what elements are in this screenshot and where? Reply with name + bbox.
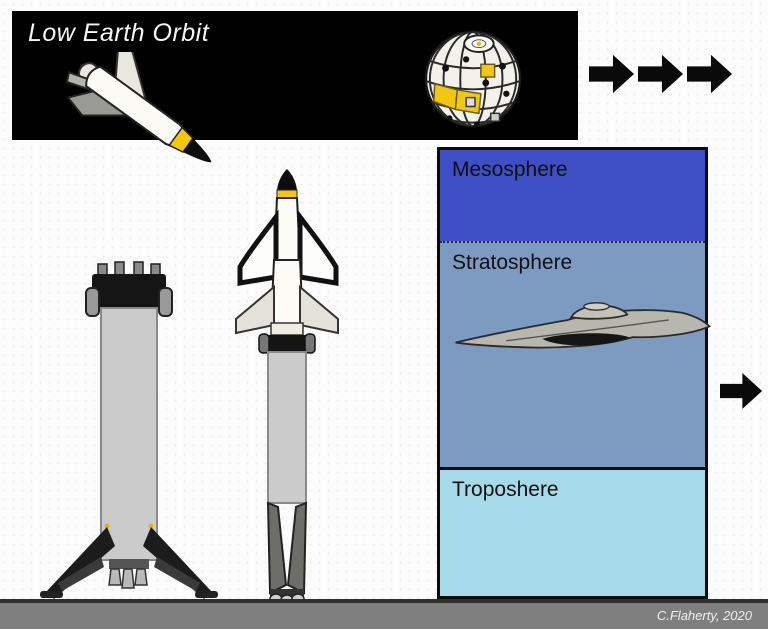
layer-troposphere: Troposhere — [440, 467, 705, 596]
folded-legs — [266, 501, 308, 595]
credit-text: C.Flaherty, 2020 — [656, 608, 752, 623]
satellite-icon — [424, 30, 522, 128]
layer-mesosphere: Mesosphere — [440, 150, 705, 241]
stratosphere-label: Stratosphere — [452, 251, 573, 274]
right-arrow-icon — [638, 54, 684, 94]
space-banner: Low Earth Orbit — [12, 11, 578, 140]
descent-right-arrow-icon — [720, 373, 763, 409]
satellite-ports — [442, 56, 510, 128]
launch-sequence-arrows — [589, 53, 733, 95]
landed-booster-icon — [40, 261, 218, 599]
layer-stratosphere: Stratosphere — [440, 241, 712, 467]
spaceplane-wings — [237, 209, 339, 286]
troposphere-label: Troposhere — [452, 478, 559, 501]
mesosphere-label: Mesosphere — [452, 158, 568, 181]
landing-legs — [40, 527, 218, 599]
engine-bells — [108, 568, 148, 589]
strato-aircraft-icon — [455, 302, 712, 349]
atmosphere-panel: Mesosphere Stratosphere Troposhere — [437, 147, 712, 599]
banner-title: Low Earth Orbit — [28, 19, 210, 47]
right-arrow-icon — [687, 54, 733, 94]
stacked-vehicle-icon — [235, 169, 339, 605]
ground-strip: C.Flaherty, 2020 — [0, 599, 768, 629]
right-arrow-icon — [589, 54, 635, 94]
